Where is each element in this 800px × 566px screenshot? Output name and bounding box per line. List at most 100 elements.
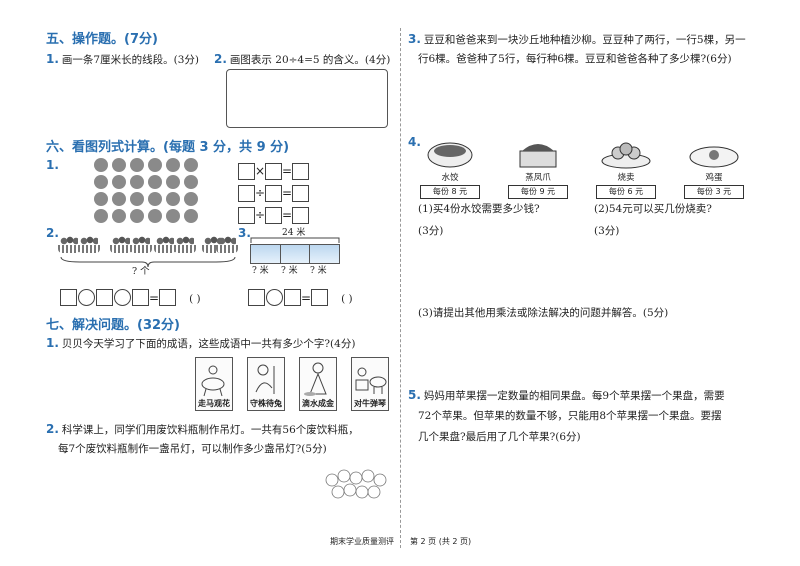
s6-q2-num: 2.	[46, 226, 59, 240]
total-length-bracket	[250, 237, 340, 243]
grey-dot	[94, 192, 108, 206]
grey-dot	[148, 192, 162, 206]
cupcake-basket	[216, 236, 238, 254]
brace-icon	[60, 256, 236, 268]
s6-q1-num: 1.	[46, 158, 59, 172]
section5-title: 五、操作题。(7分)	[46, 32, 158, 47]
s7-q1-text: 贝贝今天学习了下面的成语，这些成语中一共有多少个字?(4分)	[61, 338, 356, 350]
s5-q2-num: 2.	[214, 52, 227, 66]
grey-dot	[130, 209, 144, 223]
food-price: 每份 3 元	[684, 185, 744, 199]
steamer-icon	[519, 144, 557, 168]
answer-box[interactable]	[96, 289, 113, 306]
scholar-icon	[304, 362, 327, 396]
grey-dot	[130, 158, 144, 172]
food-item-egg: 鸡蛋 每份 3 元	[684, 137, 744, 199]
s6-q3-total: 24 米	[282, 228, 306, 238]
grey-dot	[148, 158, 162, 172]
unit-paren: ( )	[341, 293, 353, 305]
ribbon	[250, 244, 340, 264]
ox-musician-icon	[355, 367, 387, 394]
r-q5-line3: 几个果盘?最后用了几个苹果?(6分)	[418, 431, 581, 443]
answer-box[interactable]	[265, 185, 282, 202]
farmer-icon	[255, 364, 275, 394]
equals-sign: =	[282, 186, 293, 200]
answer-box[interactable]	[238, 185, 255, 202]
s5-q2: 2.画图表示 20÷4=5 的含义。(4分)	[214, 50, 390, 70]
s7-q2-num: 2.	[46, 422, 59, 436]
footer-page: 第 2 页 (共 2 页)	[410, 537, 472, 546]
idiom-comic-3: 滴水成金	[299, 357, 337, 411]
r-q4-score1: (3分)	[418, 225, 444, 237]
food-name: 鸡蛋	[705, 173, 723, 183]
idiom-comic-2: 守株待兔	[247, 357, 285, 411]
drawing-box[interactable]	[226, 69, 388, 128]
r-q4-num: 4.	[408, 135, 421, 149]
seg-label-2: ? 米	[281, 266, 298, 276]
food-name: 蒸凤爪	[525, 173, 551, 183]
answer-box[interactable]	[292, 185, 309, 202]
food-name: 烧卖	[617, 173, 635, 183]
grey-dot	[184, 175, 198, 189]
horse-rider-icon	[201, 365, 225, 397]
cupcake-groups	[58, 236, 238, 260]
s6-q3-equation: = ( )	[248, 287, 353, 309]
r-q4-score2: (3分)	[594, 225, 620, 237]
equals-sign: =	[282, 208, 293, 222]
food-name: 水饺	[441, 173, 459, 183]
grey-dot	[184, 158, 198, 172]
r-q3-num: 3.	[408, 32, 421, 46]
s5-q1-num: 1.	[46, 52, 59, 66]
seg-label-1: ? 米	[252, 266, 269, 276]
operator-circle[interactable]	[78, 289, 95, 306]
s6-q3-num: 3.	[238, 226, 251, 240]
food-price: 每份 6 元	[596, 185, 656, 199]
grey-dot	[166, 158, 180, 172]
s7-q2-line1: 2.科学课上，同学们用废饮料瓶制作吊灯。一共有56个废饮料瓶，	[46, 420, 359, 440]
food-price: 每份 9 元	[508, 185, 568, 199]
r-q3-line2: 行6棵。爸爸种了5行，每行种6棵。豆豆和爸爸各种了多少棵?(6分)	[418, 53, 732, 65]
operator-circle[interactable]	[266, 289, 283, 306]
cupcake-basket	[174, 236, 196, 254]
grey-dot	[184, 192, 198, 206]
s7-q1: 1.贝贝今天学习了下面的成语，这些成语中一共有多少个字?(4分)	[46, 334, 355, 354]
answer-box[interactable]	[265, 163, 282, 180]
cupcake-basket	[154, 236, 176, 254]
r-q4-sub2: (2)54元可以买几份烧卖?	[594, 203, 712, 215]
grey-dot	[166, 175, 180, 189]
grey-dot	[112, 209, 126, 223]
answer-box[interactable]	[132, 289, 149, 306]
operator-circle[interactable]	[114, 289, 131, 306]
s5-q1-text: 画一条7厘米长的线段。(3分)	[61, 54, 199, 66]
answer-box[interactable]	[159, 289, 176, 306]
equals-sign: =	[282, 164, 293, 178]
shaomai-plate-icon	[601, 142, 651, 169]
dot-array	[94, 158, 214, 226]
grey-dot	[166, 209, 180, 223]
answer-box[interactable]	[248, 289, 265, 306]
s7-q2-text1: 科学课上，同学们用废饮料瓶制作吊灯。一共有56个废饮料瓶，	[61, 424, 359, 436]
answer-box[interactable]	[284, 289, 301, 306]
answer-box[interactable]	[60, 289, 77, 306]
grey-dot	[112, 175, 126, 189]
grey-dot	[184, 209, 198, 223]
r-q5-line1: 5.妈妈用苹果摆一定数量的相同果盘。每9个苹果摆一个果盘，需要	[408, 386, 725, 406]
unit-paren: ( )	[189, 293, 201, 305]
food-item-dumplings: 水饺 每份 8 元	[420, 137, 480, 199]
answer-box[interactable]	[265, 207, 282, 224]
answer-box[interactable]	[238, 163, 255, 180]
r-q5-num: 5.	[408, 388, 421, 402]
grey-dot	[112, 158, 126, 172]
answer-box[interactable]	[292, 207, 309, 224]
s7-q2-line2: 每7个废饮料瓶制作一盏吊灯，可以制作多少盏吊灯?(5分)	[58, 443, 327, 455]
answer-box[interactable]	[311, 289, 328, 306]
cupcake-basket	[58, 236, 80, 254]
cupcake-basket	[130, 236, 152, 254]
answer-box[interactable]	[238, 207, 255, 224]
cupcake-basket	[78, 236, 100, 254]
answer-box[interactable]	[292, 163, 309, 180]
divide-sign: ÷	[255, 186, 266, 200]
bottles-icon	[325, 469, 387, 499]
grey-dot	[130, 175, 144, 189]
idiom-label: 滴水成金	[302, 399, 334, 408]
